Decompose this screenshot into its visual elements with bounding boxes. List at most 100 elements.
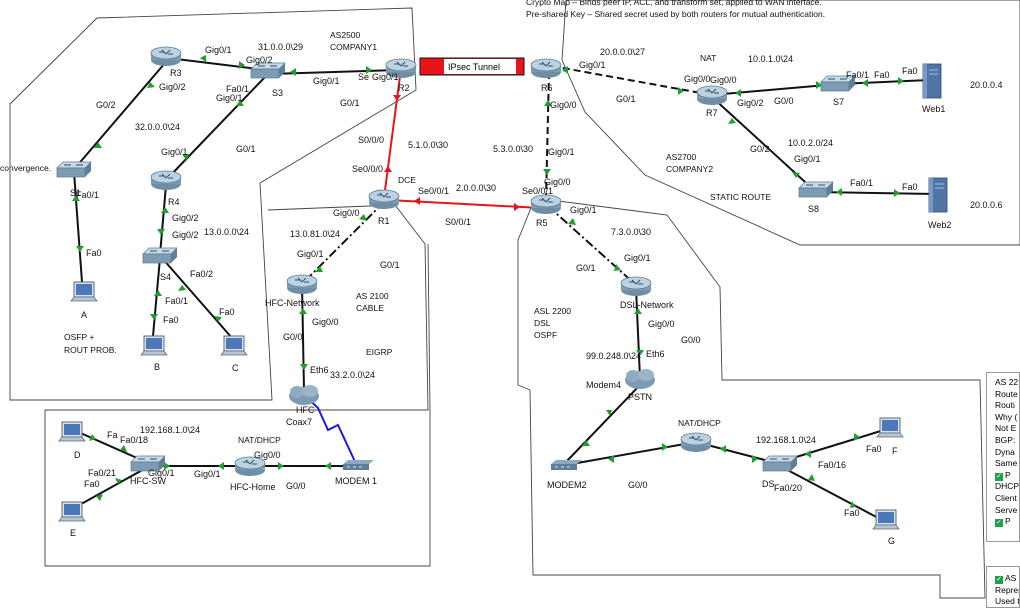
link-s3-r2 bbox=[269, 69, 399, 75]
link-r5-dslnet bbox=[547, 205, 637, 286]
label-pc-b: B bbox=[154, 362, 160, 372]
if-label: Fa0/20 bbox=[774, 483, 802, 493]
side-line: Routi bbox=[995, 400, 1015, 411]
router-r5[interactable] bbox=[530, 194, 562, 215]
if-label: Fa0 bbox=[866, 444, 882, 454]
router-hfc-network[interactable] bbox=[286, 274, 318, 295]
pc-b[interactable] bbox=[140, 335, 168, 356]
tunnel-label: IPsec Tunnel bbox=[448, 62, 500, 72]
net-32: 32.0.0.0\24 bbox=[135, 122, 180, 132]
if-label: Gig0/1 bbox=[194, 469, 221, 479]
if-label: Fa0 bbox=[84, 479, 100, 489]
label-s1: S1 bbox=[70, 188, 81, 198]
link-r3-s3 bbox=[167, 57, 267, 71]
area-nat: NAT bbox=[700, 53, 716, 63]
label-web2: Web2 bbox=[928, 220, 951, 230]
server-web1[interactable] bbox=[922, 63, 942, 99]
left-edge-note: convergence. bbox=[0, 163, 52, 173]
switch-s3[interactable] bbox=[250, 62, 286, 79]
link-s1-pca bbox=[73, 171, 83, 283]
switch-s8[interactable] bbox=[798, 181, 834, 198]
switch-ds[interactable] bbox=[762, 455, 798, 472]
side-line: Route bbox=[995, 388, 1018, 399]
label-r3: R3 bbox=[170, 68, 182, 78]
server-web2[interactable] bbox=[928, 177, 948, 213]
pc-e[interactable] bbox=[58, 501, 86, 522]
hfc-cloud[interactable] bbox=[289, 385, 319, 405]
pc-f[interactable] bbox=[876, 417, 904, 438]
if-label: G0/0 bbox=[681, 335, 701, 345]
if-label: Gig0/1 bbox=[148, 468, 175, 478]
side-notes-panel: AS 22 Route Routi Why ( Not E BGP: Dyna … bbox=[986, 372, 1020, 542]
link-modem2-router bbox=[565, 441, 697, 466]
link-s8-web2 bbox=[815, 191, 937, 195]
link-r6-r7 bbox=[551, 65, 713, 96]
modem-2[interactable] bbox=[550, 459, 583, 471]
if-label: Gig0/0 bbox=[333, 208, 360, 218]
router-r6[interactable] bbox=[530, 58, 562, 79]
area-as2700: AS2700 bbox=[666, 152, 697, 162]
if-label: G0/1 bbox=[576, 263, 596, 273]
side-line-check: ✓P bbox=[995, 516, 1011, 528]
if-label: Se0/0/0 bbox=[352, 164, 383, 174]
if-label: S0/0/0 bbox=[358, 135, 384, 145]
modem-1[interactable] bbox=[342, 459, 375, 471]
if-label: Fa0/1 bbox=[76, 190, 99, 200]
side-line: AS 22 bbox=[995, 377, 1019, 387]
check-icon: ✓ bbox=[995, 576, 1003, 584]
label-hfc-network: HFC-Network bbox=[265, 298, 320, 308]
router-r7[interactable] bbox=[696, 85, 728, 106]
if-label: Se0/0/1 bbox=[522, 186, 553, 196]
if-label: S0/0/1 bbox=[445, 217, 471, 227]
side-line-check: ✓P bbox=[995, 469, 1011, 481]
label-pc-g: G bbox=[888, 536, 895, 546]
links bbox=[73, 57, 937, 521]
switch-s4[interactable] bbox=[142, 247, 178, 264]
router-r1[interactable] bbox=[368, 189, 400, 210]
if-label: Se bbox=[358, 72, 369, 82]
label-ds: DS bbox=[762, 479, 775, 489]
link-s4-pcb bbox=[152, 257, 161, 337]
router-r3[interactable] bbox=[150, 46, 182, 67]
if-label: Fa0 bbox=[219, 307, 235, 317]
net-10-2: 10.0.2.0/24 bbox=[788, 138, 833, 148]
preshared-key-note: Pre-shared Key – Shared secret used by b… bbox=[526, 9, 826, 19]
link-r1-hfcnet bbox=[301, 201, 385, 285]
if-label: Gig0/0 bbox=[550, 100, 577, 110]
if-label: Gig0/0 bbox=[254, 450, 281, 460]
side-line-check: ✓AS bbox=[995, 573, 1017, 584]
side-line: DHCP bbox=[995, 481, 1020, 492]
net-53: 5.3.0.0\30 bbox=[493, 144, 533, 154]
area-company2: COMPANY2 bbox=[666, 164, 713, 174]
pc-c[interactable] bbox=[220, 335, 248, 356]
pc-a[interactable] bbox=[70, 281, 98, 302]
if-label: Se0/0/1 bbox=[418, 186, 449, 196]
pc-g[interactable] bbox=[872, 509, 900, 530]
pc-d[interactable] bbox=[58, 421, 86, 442]
label-r7: R7 bbox=[706, 108, 718, 118]
router-dsl-home[interactable] bbox=[680, 432, 712, 453]
if-label: Fa0 bbox=[902, 182, 918, 192]
side-line: Dyna bbox=[995, 446, 1015, 457]
router-r4[interactable] bbox=[150, 170, 182, 191]
label-hfc-cloud: HFC bbox=[296, 405, 315, 415]
if-label: Fa0 bbox=[163, 315, 179, 325]
if-label: Gig0/1 bbox=[297, 249, 324, 259]
pstn-cloud[interactable] bbox=[625, 369, 655, 389]
link-r3-s1 bbox=[75, 62, 166, 168]
net-10-1: 10.0.1.0\24 bbox=[748, 54, 793, 64]
label-pc-f: F bbox=[892, 446, 898, 456]
router-dsl-network[interactable] bbox=[620, 276, 652, 297]
if-label: Gig0/1 bbox=[216, 93, 243, 103]
link-hfcsw-pce bbox=[73, 467, 147, 509]
if-label: Gig0/2 bbox=[737, 98, 764, 108]
if-label: G0/0 bbox=[774, 96, 794, 106]
if-label: Fa0 bbox=[86, 248, 102, 258]
link-coax bbox=[303, 394, 358, 467]
switch-s1[interactable] bbox=[56, 161, 92, 178]
side-line: BGP: bbox=[995, 434, 1016, 445]
link-s3-r4 bbox=[165, 75, 267, 181]
label-modem1: MODEM 1 bbox=[335, 476, 377, 486]
link-ds-pcg bbox=[779, 465, 883, 521]
if-label: Eth6 bbox=[646, 349, 665, 359]
